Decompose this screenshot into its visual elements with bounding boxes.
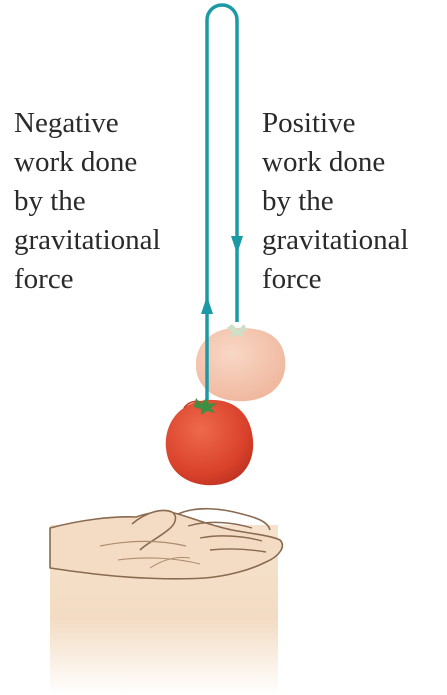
tomato-lower-icon bbox=[166, 397, 253, 485]
tomato-upper-faded-icon bbox=[196, 324, 286, 401]
open-hand-icon bbox=[50, 509, 282, 695]
negative-work-label: Negative work done by the gravitational … bbox=[14, 104, 161, 299]
positive-work-label: Positive work done by the gravitational … bbox=[262, 104, 409, 299]
